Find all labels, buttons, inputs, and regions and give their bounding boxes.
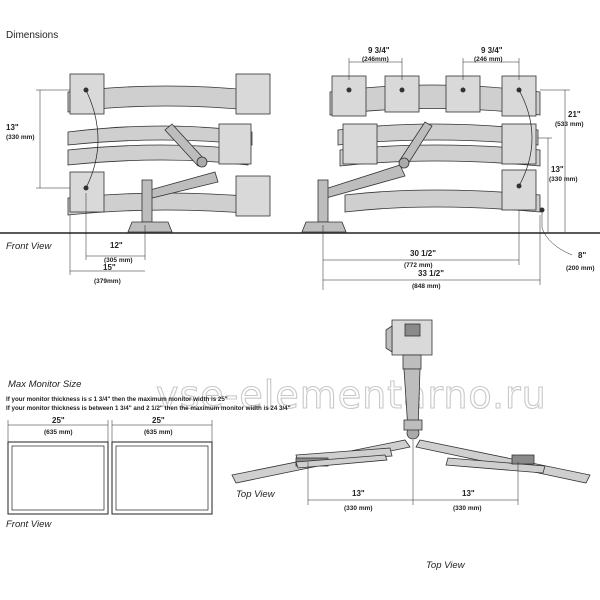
pole (317, 179, 329, 223)
monitor-block (501, 169, 537, 211)
max-width-right-label: 25" (152, 416, 165, 425)
monitor-block (235, 73, 271, 115)
elbow-joint (398, 157, 410, 169)
max-width-left-label: 25" (52, 416, 65, 425)
max-width-right-mm-label: (635 mm) (144, 429, 173, 436)
reach2-label: 15" (103, 263, 116, 272)
top-view-label-left: Top View (236, 489, 276, 500)
monitor-note-1: If your monitor thickness is ≤ 1 3/4" th… (6, 396, 228, 403)
width2-label: 9 3/4" (481, 46, 503, 55)
top-view-section: 13" (330 mm) 13" (330 mm) Top View Top V… (231, 319, 591, 571)
crossbar-mid2 (339, 144, 541, 167)
pole (141, 179, 153, 223)
clamp-label: 8" (578, 251, 586, 260)
dimensions-title: Dimensions (6, 30, 58, 41)
max-width-left-mm-label: (635 mm) (44, 429, 73, 436)
max-monitor-size-title: Max Monitor Size (8, 379, 81, 390)
top-left-mm-label: (330 mm) (344, 505, 373, 512)
max-monitor-size-section: Max Monitor Size If your monitor thickne… (6, 379, 291, 530)
monitor-block (501, 75, 537, 117)
width2-mm-label: (246 mm) (474, 56, 503, 63)
upper-arm (164, 123, 206, 167)
elbow-joint (196, 156, 208, 168)
reach2-mm-label: (379mm) (94, 278, 121, 285)
reach1-label: 12" (110, 241, 123, 250)
height-label: 13" (6, 123, 19, 132)
top-left-label: 13" (352, 489, 365, 498)
top-crossbar-right (415, 439, 591, 484)
clamp-mm-label: (200 mm) (566, 265, 595, 272)
clamp-leader (541, 210, 573, 256)
monitor-block (501, 123, 537, 165)
monitor-block (69, 171, 105, 213)
height-mm-label: (330 mm) (6, 134, 35, 141)
watermark: vse-elementarno.ru (156, 373, 547, 417)
front-view-label-bottom: Front View (6, 519, 52, 530)
height13-mm-label: (330 mm) (549, 176, 578, 183)
span1-mm-label: (772 mm) (404, 262, 433, 269)
span1-label: 30 1/2" (410, 249, 436, 258)
reach1-mm-label: (305 mm) (104, 257, 133, 264)
height21-mm-label: (533 mm) (555, 121, 584, 128)
height13-label: 13" (551, 165, 564, 174)
swing-arc (518, 89, 533, 187)
monitor-block (218, 123, 252, 165)
top-view-label-bottom: Top View (426, 560, 466, 571)
right-front-view: 9 3/4" (246mm) 9 3/4" (246 mm) 21" (533 … (301, 46, 595, 290)
clamp-base (301, 221, 347, 233)
span2-label: 33 1/2" (418, 269, 444, 278)
top-right-mm-label: (330 mm) (453, 505, 482, 512)
monitor-block (69, 73, 105, 115)
front-view-label-top: Front View (6, 241, 52, 252)
crossbar-mid (337, 123, 539, 146)
crossbar-lower (344, 189, 541, 213)
monitor-block (384, 75, 420, 113)
width1-label: 9 3/4" (368, 46, 390, 55)
monitor-block (445, 75, 481, 113)
monitor-note-2: If your monitor thickness is between 1 3… (6, 405, 291, 412)
swing-arc (85, 89, 99, 189)
width1-mm-label: (246mm) (362, 56, 389, 63)
left-front-view: 13" (330 mm) 12" (305 mm) 15" (379mm) (6, 73, 271, 285)
clamp-base (127, 221, 173, 233)
height21-label: 21" (568, 110, 581, 119)
crossbar-mid (67, 125, 253, 146)
monitor-block (331, 75, 367, 117)
span2-mm-label: (848 mm) (412, 283, 441, 290)
monitor-block (342, 123, 378, 165)
top-right-label: 13" (462, 489, 475, 498)
monitor-block (235, 175, 271, 217)
